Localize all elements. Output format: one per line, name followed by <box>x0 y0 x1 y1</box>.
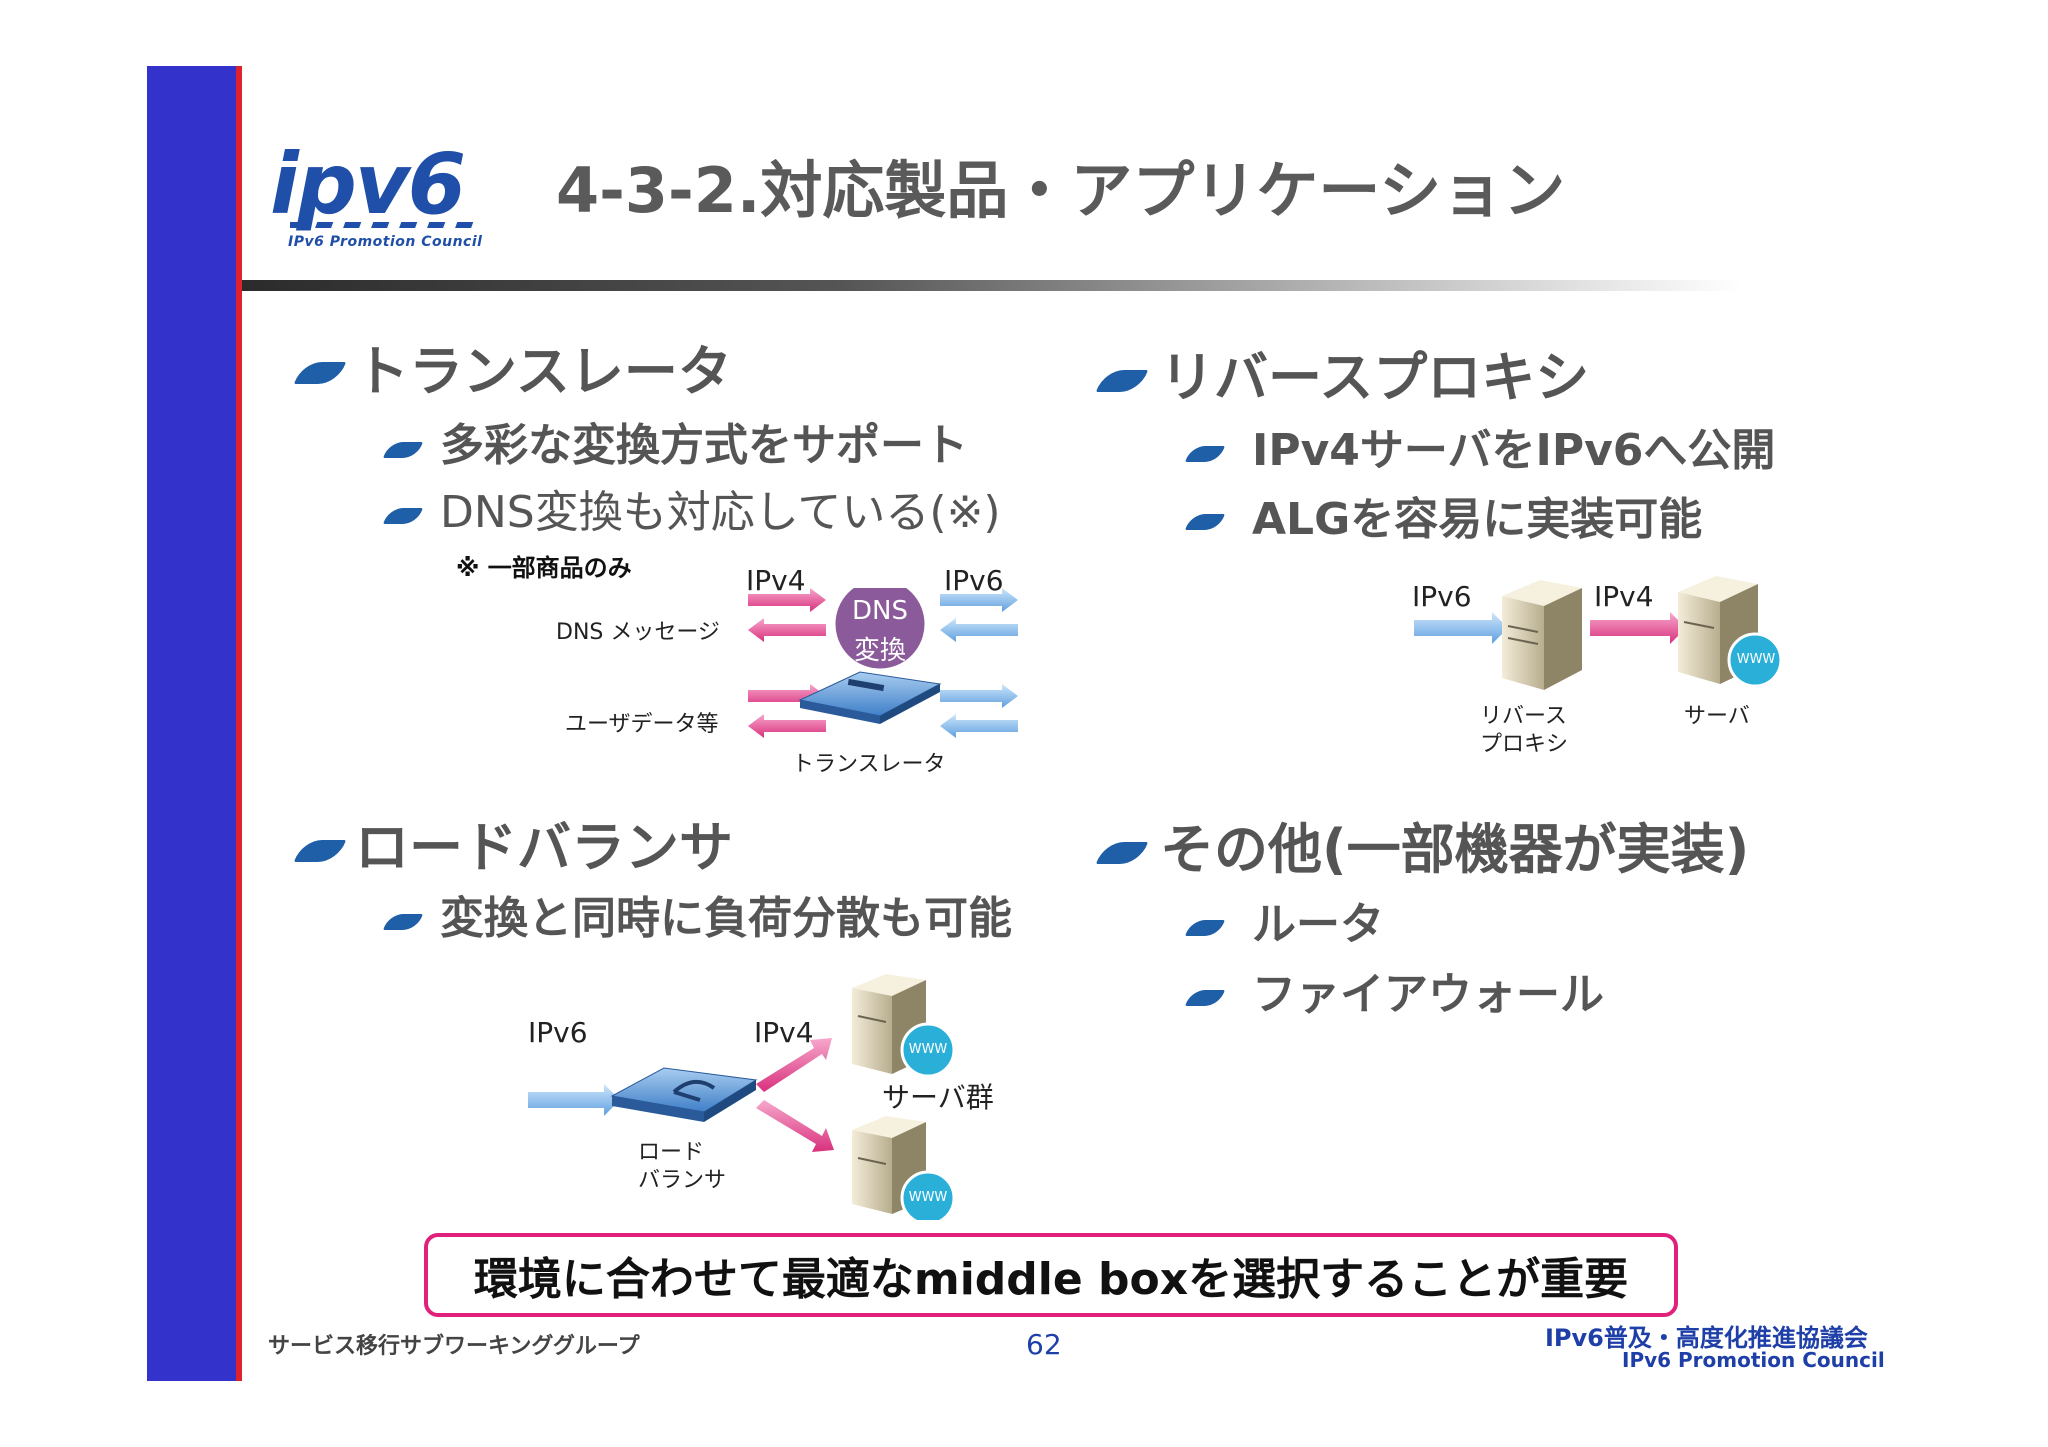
footer-org-name: IPv6普及・高度化推進協議会 <box>1545 1324 1868 1352</box>
server-group-top-icon <box>852 974 956 1078</box>
web-server-icon <box>1678 576 1783 688</box>
others-heading: その他(一部機器が実装) <box>1160 818 1750 881</box>
server-group-bottom-icon <box>852 1116 956 1220</box>
title-underline <box>242 280 1742 291</box>
translator-bullet-1: 多彩な変換方式をサポート <box>440 420 968 471</box>
reverse-proxy-bullet-1: IPv4サーバをIPv6へ公開 <box>1252 425 1776 476</box>
lb-ipv4-label: IPv4 <box>754 1016 814 1049</box>
load-balancer-bullet-1: 変換と同時に負荷分散も可能 <box>440 893 1012 944</box>
key-message-box: 環境に合わせて最適なmiddle boxを選択することが重要 <box>424 1233 1678 1317</box>
reverse-proxy-bullet-2: ALGを容易に実装可能 <box>1252 494 1703 545</box>
section-bullet-icon <box>1095 370 1149 392</box>
translator-device-label: トランスレータ <box>792 752 946 777</box>
others-bullet-2: ファイアウォール <box>1252 969 1604 1020</box>
rp-server-label: サーバ <box>1684 704 1750 729</box>
rp-ipv6-label: IPv6 <box>1412 580 1472 613</box>
left-sidebar-bar <box>147 66 240 1381</box>
rp-ipv4-label: IPv4 <box>1594 580 1654 613</box>
translator-ipv6-label: IPv6 <box>944 564 1004 597</box>
footer-group-name: サービス移行サブワーキンググループ <box>268 1334 640 1359</box>
lb-label-1: ロード <box>638 1140 705 1165</box>
server-group-label: サーバ群 <box>882 1081 994 1114</box>
translator-diagram <box>748 588 1018 738</box>
lb-www-badge-top: WWW <box>908 1042 948 1057</box>
translator-note: ※ 一部商品のみ <box>456 554 632 582</box>
lb-label-2: バランサ <box>638 1168 727 1193</box>
rp-proxy-label-2: プロキシ <box>1480 732 1569 757</box>
logo-wordmark: ipv6 <box>270 135 466 233</box>
reverse-proxy-heading: リバースプロキシ <box>1160 346 1590 409</box>
sub-bullet-icon <box>1185 446 1225 462</box>
ipv6-logo: ipv6 IPv6 Promotion Council <box>270 142 525 250</box>
translator-heading: トランスレータ <box>355 340 732 403</box>
dns-message-label: DNS メッセージ <box>556 620 720 645</box>
sub-bullet-icon <box>383 914 423 930</box>
others-bullet-1: ルータ <box>1252 899 1384 950</box>
translator-ipv4-label: IPv4 <box>746 564 806 597</box>
sub-bullet-icon <box>1185 920 1225 936</box>
sub-bullet-icon <box>383 442 423 458</box>
rp-proxy-label-1: リバース <box>1480 704 1567 729</box>
red-accent-line <box>236 66 242 1381</box>
load-balancer-heading: ロードバランサ <box>355 816 733 879</box>
lb-ipv6-label: IPv6 <box>528 1016 588 1049</box>
sub-bullet-icon <box>1185 990 1225 1006</box>
rp-www-badge: WWW <box>1736 652 1776 667</box>
page-title: 4-3-2.対応製品・アプリケーション <box>556 154 1566 227</box>
dns-conversion-line1: DNS <box>852 596 908 626</box>
load-balancer-diagram <box>528 974 956 1220</box>
dns-conversion-line2: 変換 <box>853 636 906 666</box>
logo-dots <box>290 222 474 228</box>
ipv6-arrows <box>940 588 1018 738</box>
page-number: 62 <box>1026 1328 1062 1361</box>
key-message-text: 環境に合わせて最適なmiddle boxを選択することが重要 <box>473 1254 1629 1305</box>
lb-www-badge-bottom: WWW <box>908 1190 948 1205</box>
reverse-proxy-diagram <box>1414 576 1783 690</box>
section-bullet-icon <box>293 840 347 862</box>
sub-bullet-icon <box>383 508 423 524</box>
ipv4-arrows <box>748 588 826 738</box>
reverse-proxy-server-icon <box>1502 580 1582 690</box>
user-data-label: ユーザデータ等 <box>565 712 719 737</box>
sub-bullet-icon <box>1185 514 1225 530</box>
footer-org-name-en: IPv6 Promotion Council <box>1622 1348 1885 1372</box>
translator-bullet-2: DNS変換も対応している(※) <box>440 487 1001 538</box>
section-bullet-icon <box>293 362 347 384</box>
logo-subtitle: IPv6 Promotion Council <box>288 234 483 250</box>
section-bullet-icon <box>1095 842 1149 864</box>
